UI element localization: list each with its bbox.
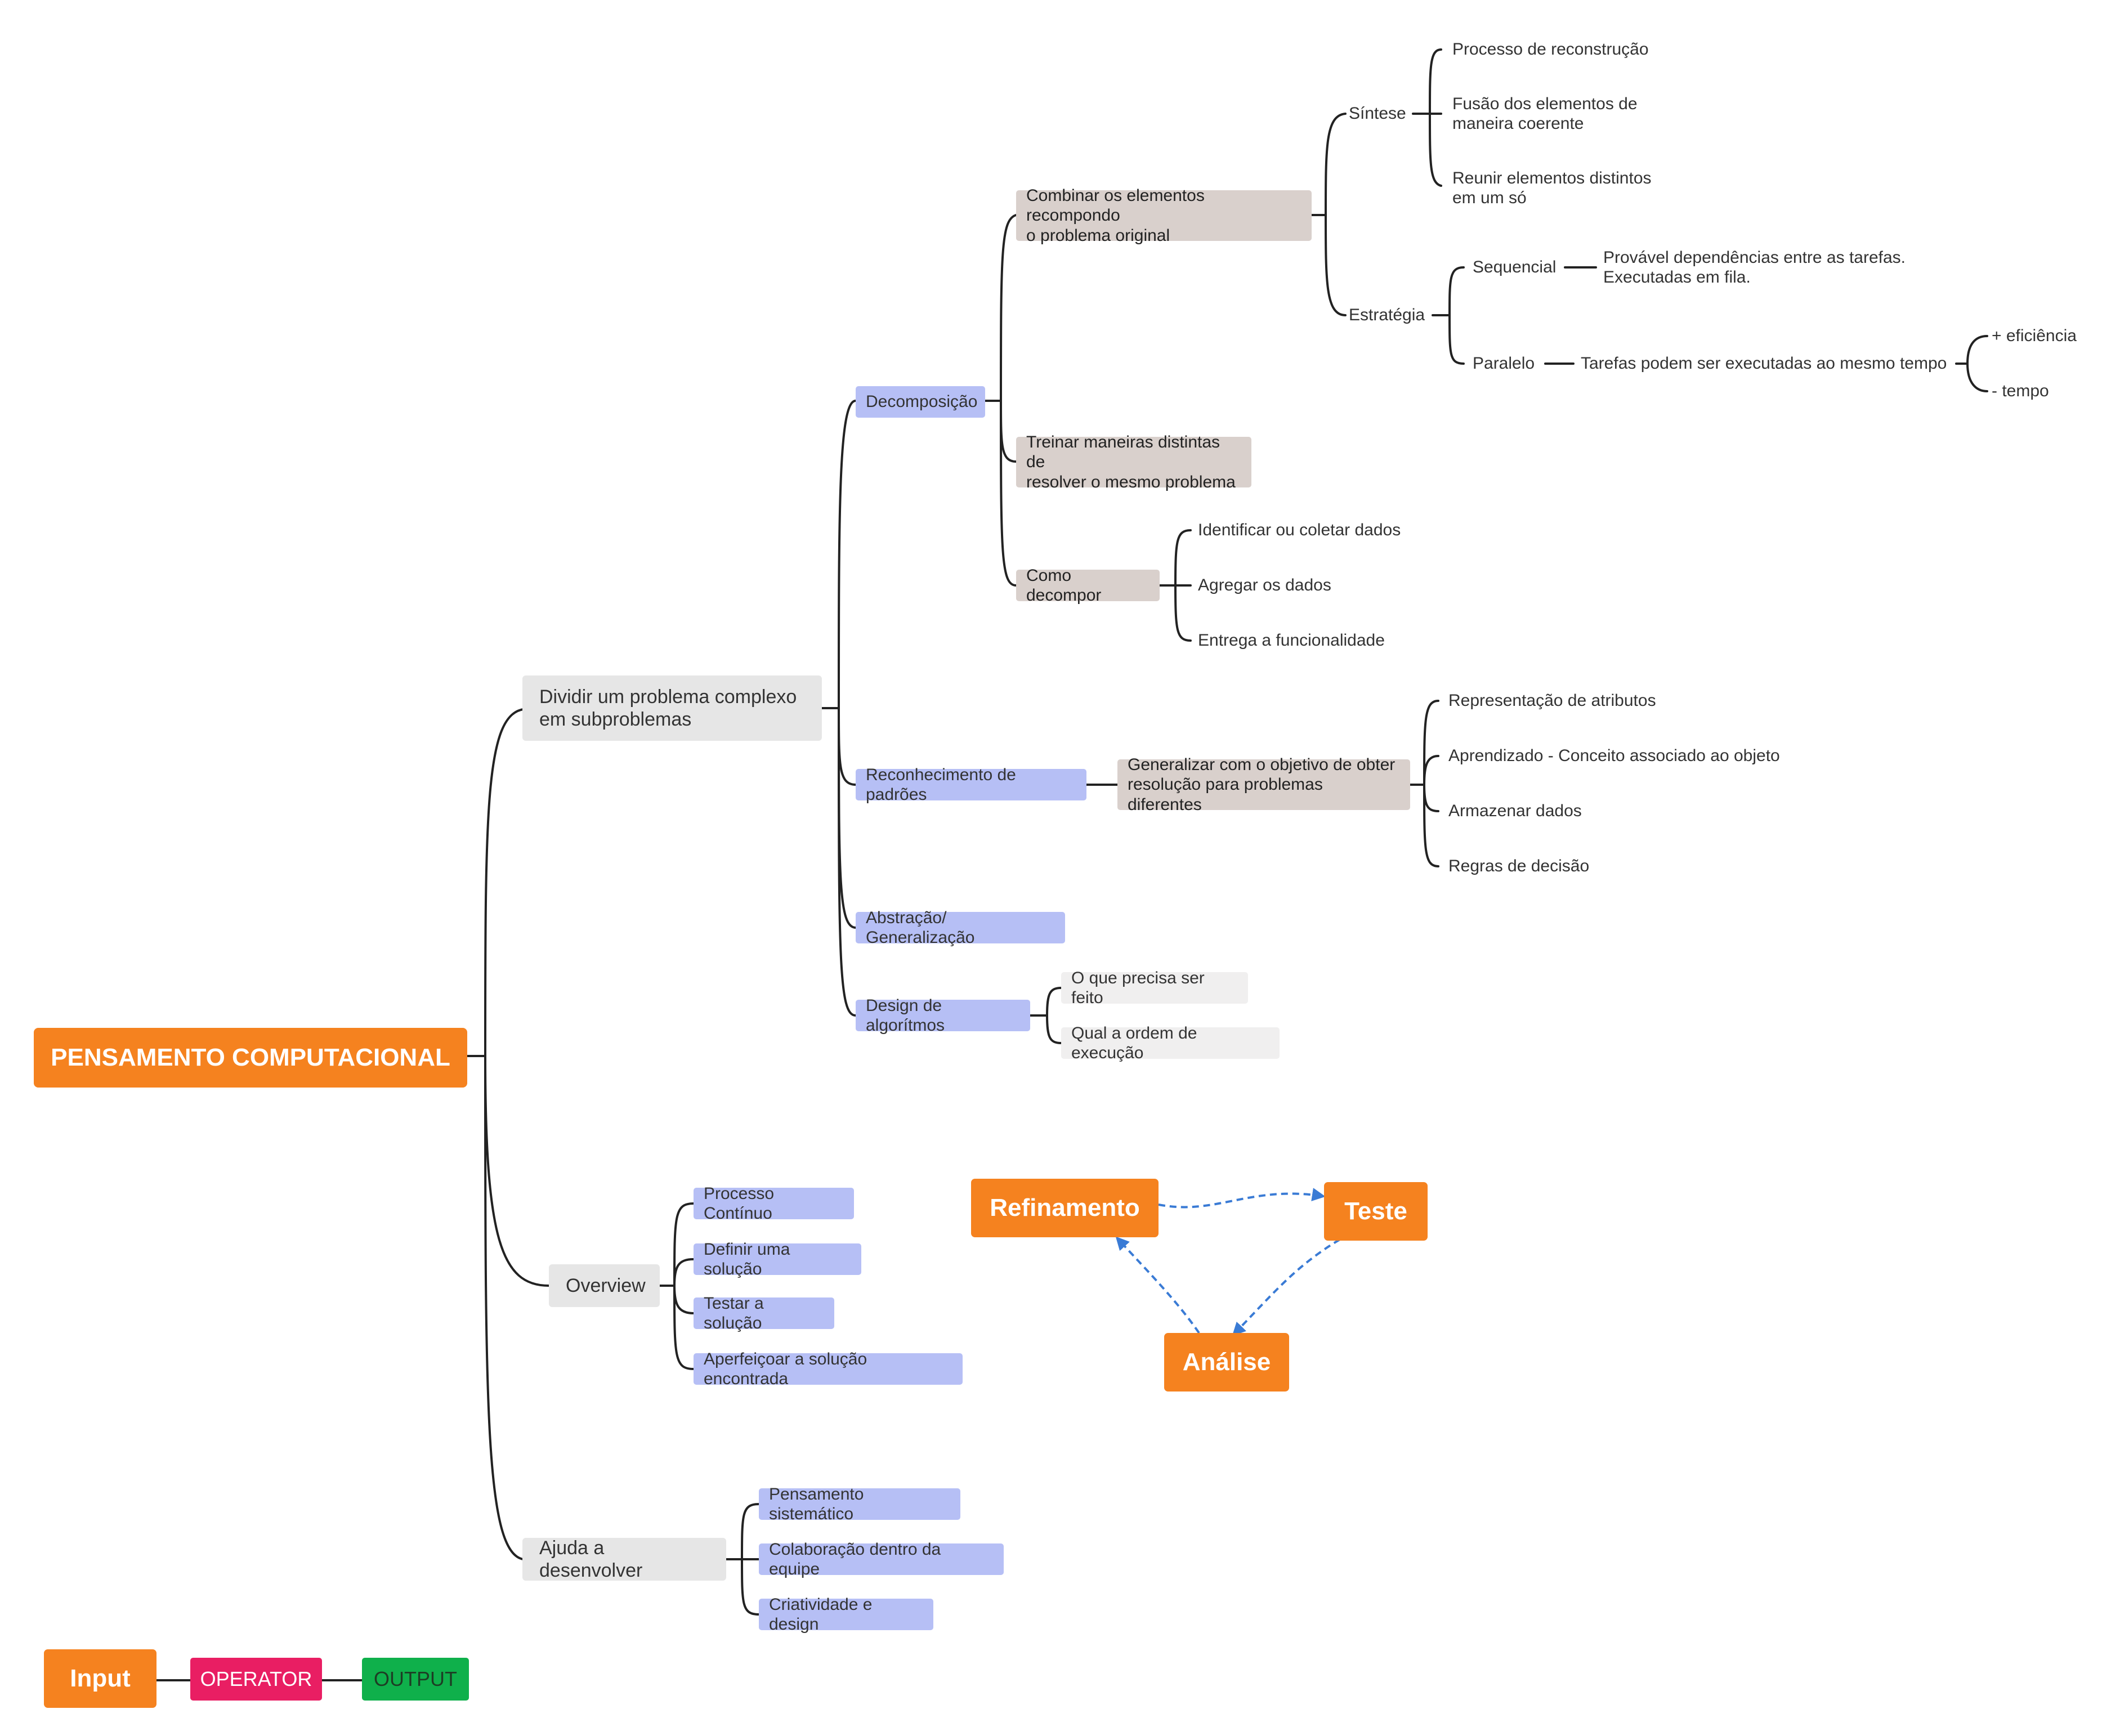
design-node[interactable]: Design de algorítmos	[856, 996, 1030, 1035]
arrow-teste-analise	[1232, 1238, 1341, 1336]
sintese-item[interactable]: Fusão dos elementos de maneira coerente	[1452, 94, 1638, 133]
arrow-refinamento-teste	[1158, 1188, 1326, 1209]
generalizar-item[interactable]: Aprendizado - Conceito associado ao obje…	[1448, 746, 1780, 766]
como-decompor-node[interactable]: Como decompor	[1016, 566, 1160, 605]
paralelo-desc[interactable]: Tarefas podem ser executadas ao mesmo te…	[1581, 354, 1947, 373]
paralelo-effect[interactable]: + eficiência	[1992, 326, 2077, 346]
como-item[interactable]: Entrega a funcionalidade	[1198, 631, 1385, 650]
abstracao-node[interactable]: Abstração/ Generalização	[856, 909, 1065, 947]
overview-item[interactable]: Aperfeiçoar a solução encontrada	[694, 1350, 963, 1388]
sintese-item[interactable]: Processo de reconstrução	[1452, 40, 1649, 59]
overview-item[interactable]: Processo Contínuo	[694, 1184, 854, 1223]
overview-item[interactable]: Definir uma solução	[694, 1240, 861, 1278]
generalizar-node[interactable]: Generalizar com o objetivo de obter reso…	[1117, 755, 1410, 814]
sintese-item[interactable]: Reunir elementos distintos em um só	[1452, 168, 1652, 207]
design-item[interactable]: Qual a ordem de execução	[1061, 1024, 1280, 1062]
analise-box[interactable]: Análise	[1164, 1333, 1289, 1392]
treinar-node[interactable]: Treinar maneiras distintas de resolver o…	[1016, 433, 1251, 491]
sintese-node[interactable]: Síntese	[1349, 104, 1406, 123]
root-node[interactable]: PENSAMENTO COMPUTACIONAL	[34, 1028, 467, 1088]
paralelo-effect[interactable]: - tempo	[1992, 382, 2049, 401]
sequencial-node[interactable]: Sequencial	[1473, 258, 1557, 277]
ajuda-item[interactable]: Colaboração dentro da equipe	[759, 1540, 1004, 1578]
ajuda-node[interactable]: Ajuda a desenvolver	[522, 1537, 726, 1581]
teste-box[interactable]: Teste	[1324, 1182, 1428, 1241]
decomposicao-node[interactable]: Decomposição	[856, 386, 985, 418]
como-item[interactable]: Agregar os dados	[1198, 576, 1331, 595]
estrategia-node[interactable]: Estratégia	[1349, 306, 1425, 325]
generalizar-item[interactable]: Regras de decisão	[1448, 857, 1590, 876]
ajuda-item[interactable]: Criatividade e design	[759, 1595, 933, 1634]
legend-output[interactable]: OUTPUT	[362, 1658, 469, 1701]
arrow-analise-refinamento	[1115, 1236, 1200, 1334]
generalizar-item[interactable]: Representação de atributos	[1448, 691, 1656, 710]
combinar-node[interactable]: Combinar os elementos recompondo o probl…	[1016, 186, 1312, 245]
como-item[interactable]: Identificar ou coletar dados	[1198, 521, 1401, 540]
legend-operator[interactable]: OPERATOR	[190, 1658, 322, 1701]
paralelo-node[interactable]: Paralelo	[1473, 354, 1535, 373]
legend-input[interactable]: Input	[44, 1649, 156, 1708]
overview-item[interactable]: Testar a solução	[694, 1294, 834, 1332]
generalizar-item[interactable]: Armazenar dados	[1448, 802, 1582, 821]
ajuda-item[interactable]: Pensamento sistemático	[759, 1485, 960, 1523]
overview-node[interactable]: Overview	[549, 1264, 660, 1307]
dividir-node[interactable]: Dividir um problema complexo em subprobl…	[522, 675, 822, 741]
sequencial-desc[interactable]: Provável dependências entre as tarefas. …	[1603, 248, 1906, 287]
refinamento-box[interactable]: Refinamento	[971, 1179, 1159, 1237]
design-item[interactable]: O que precisa ser feito	[1061, 969, 1248, 1007]
reconhecimento-node[interactable]: Reconhecimento de padrões	[856, 766, 1086, 804]
